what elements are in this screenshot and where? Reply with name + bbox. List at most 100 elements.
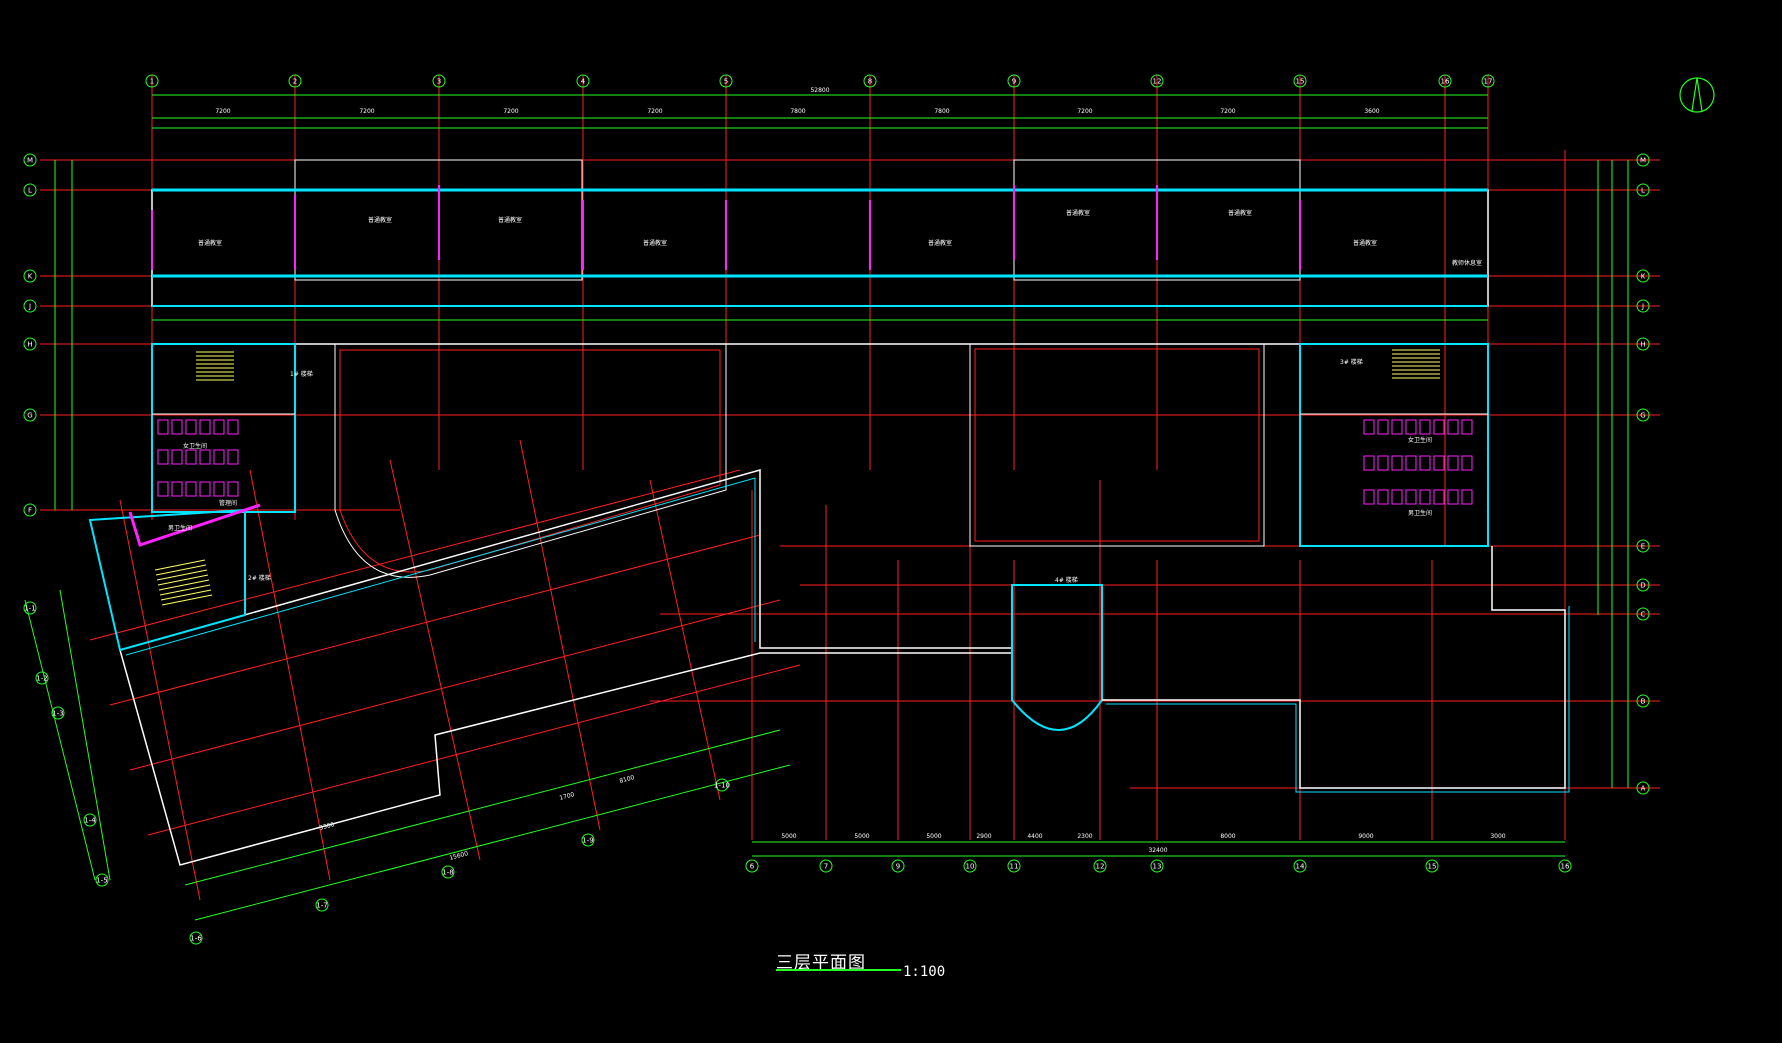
dimension-label: 2300: [1077, 833, 1092, 840]
grid-axis-skew-label: 1-2: [36, 675, 47, 683]
grid-axis-top-bubble: [145, 74, 159, 88]
room-label: 普通教室: [928, 239, 952, 247]
dimension-label: 7200: [1220, 108, 1235, 115]
dimension-label: 7200: [503, 108, 518, 115]
grid-axis-left-label: F: [28, 507, 32, 515]
dimension-label: 7200: [359, 108, 374, 115]
grid-axis-top-label: 12: [1153, 78, 1162, 86]
stair-labels: 1# 楼梯 2# 楼梯 3# 楼梯 4# 楼梯: [248, 358, 1363, 584]
grid-axis-top-bubble: [1438, 74, 1452, 88]
dimension-label: 52800: [810, 87, 829, 94]
grid-axis-right-label: G: [1640, 412, 1645, 420]
grid-axis-bottom-bubble: [819, 859, 833, 873]
grid-axis-top-label: 5: [724, 78, 728, 86]
grid-axis-top-label: 1: [150, 78, 154, 86]
dimension-label: 7200: [1077, 108, 1092, 115]
grid-axis-skew-bubble: [581, 833, 595, 847]
grid-axis-skew-bubble: [441, 865, 455, 879]
room-label: 男卫生间: [168, 524, 192, 532]
room-label: 女卫生间: [183, 442, 207, 450]
stair-label: 1# 楼梯: [290, 370, 313, 378]
grid-axis-right-bubble: [1636, 183, 1650, 197]
grid-axis-bottom-label: 11: [1010, 863, 1019, 871]
grid-axis-top-bubble: [1150, 74, 1164, 88]
grid-axis-bottom-label: 6: [750, 863, 755, 871]
dimension-label: 5000: [781, 833, 796, 840]
grid-axis-bottom-label: 7: [824, 863, 828, 871]
dimension-label: 8000: [1220, 833, 1235, 840]
dimension-label: 15600: [449, 850, 469, 862]
grid-axis-right-label: D: [1640, 582, 1645, 590]
grid-axis-left-bubble: [23, 408, 37, 422]
room-label: 普通教室: [368, 216, 392, 224]
grid-axis-right-bubble: [1636, 269, 1650, 283]
grid-axis-bottom-bubble: [1007, 859, 1021, 873]
grid-axis-skew-label: 1-6: [190, 935, 202, 943]
dimension-label: 7800: [790, 108, 805, 115]
grid-axis-right-bubble: [1636, 408, 1650, 422]
dimension-label: 3600: [1364, 108, 1379, 115]
toilet-fixtures: [128, 419, 1473, 547]
room-label: 教师休息室: [1452, 259, 1482, 267]
dimension-label: 7200: [647, 108, 662, 115]
grid-axis-left-label: H: [27, 341, 32, 349]
grid-axis-bottom-bubble: [1293, 859, 1307, 873]
grid-axis-right-label: K: [1641, 273, 1646, 281]
grid-axis-skew-bubble: [315, 898, 329, 912]
dimension-labels: 52800 32400 7200 7200 7200 7200 7800 780…: [215, 87, 1505, 862]
grid-axis-top-label: 17: [1484, 78, 1493, 86]
grid-axis-bottom-bubble: [745, 859, 759, 873]
dimension-label: 5000: [926, 833, 941, 840]
grid-axis-skew-label: 1-4: [84, 817, 96, 825]
dimension-label: 7200: [215, 108, 230, 115]
grid-axis-bottom-bubble: [1093, 859, 1107, 873]
grid-axis-left-bubble: [23, 269, 37, 283]
title-underline: [776, 969, 901, 971]
grid-axis-top-bubble: [719, 74, 733, 88]
grid-axis-bottom-bubble: [1425, 859, 1439, 873]
grid-axis-top-bubble: [432, 74, 446, 88]
grid-axis-top-bubble: [288, 74, 302, 88]
grid-axis-top-bubble: [576, 74, 590, 88]
grid-axis-skew-label: 1-3: [52, 710, 63, 718]
dimension-label: 9000: [1358, 833, 1373, 840]
grid-axis-skew-label: 1-7: [316, 902, 327, 910]
dimension-label: 4400: [1027, 833, 1042, 840]
dimension-lines: [24, 94, 1629, 921]
room-labels: 普通教室 普通教室 普通教室 普通教室 普通教室 普通教室 普通教室 普通教室 …: [168, 209, 1482, 532]
drawing-scale: 1:100: [903, 964, 946, 980]
room-label: 普通教室: [498, 216, 522, 224]
grid-axis-skew-bubble: [95, 873, 109, 887]
room-label: 男卫生间: [1408, 509, 1432, 517]
dimension-label: 3000: [1490, 833, 1505, 840]
room-label: 管理间: [219, 499, 237, 507]
grid-axis-right-bubble: [1636, 781, 1650, 795]
grid-axis-skew-bubble: [189, 931, 203, 945]
room-label: 普通教室: [1353, 239, 1377, 247]
grid-axis-right-label: L: [1641, 187, 1645, 195]
grid-axis-left-label: J: [28, 303, 31, 311]
grid-axis-top-bubble: [863, 74, 877, 88]
grid-axis-bottom-label: 14: [1296, 863, 1305, 871]
grid-axis-left-label: M: [27, 157, 33, 165]
grid-axis-bottom-label: 15: [1428, 863, 1437, 871]
grid-axis-skew-label: 1-9: [582, 837, 593, 845]
grid-axis-left-bubble: [23, 503, 37, 517]
grid-axis-skew-bubble: [23, 601, 37, 615]
grid-axis-top-label: 2: [293, 78, 297, 86]
room-label: 普通教室: [1228, 209, 1252, 217]
grid-axis-left-label: G: [27, 412, 32, 420]
grid-axis-top-bubble: [1007, 74, 1021, 88]
grid-axis-bottom-bubble: [1558, 859, 1572, 873]
grid-axis-top-label: 9: [1012, 78, 1016, 86]
grid-axis-skew-bubble: [715, 778, 729, 792]
grid-axis-right-bubble: [1636, 578, 1650, 592]
dimension-label: 2900: [976, 833, 991, 840]
dimension-label: 3300: [319, 821, 336, 832]
room-label: 普通教室: [198, 239, 222, 247]
grid-axis-skew-bubble: [51, 706, 65, 720]
grid-axis-bottom-bubble: [963, 859, 977, 873]
grid-axis-right-bubble: [1636, 337, 1650, 351]
grid-axis-top-label: 8: [868, 78, 872, 86]
